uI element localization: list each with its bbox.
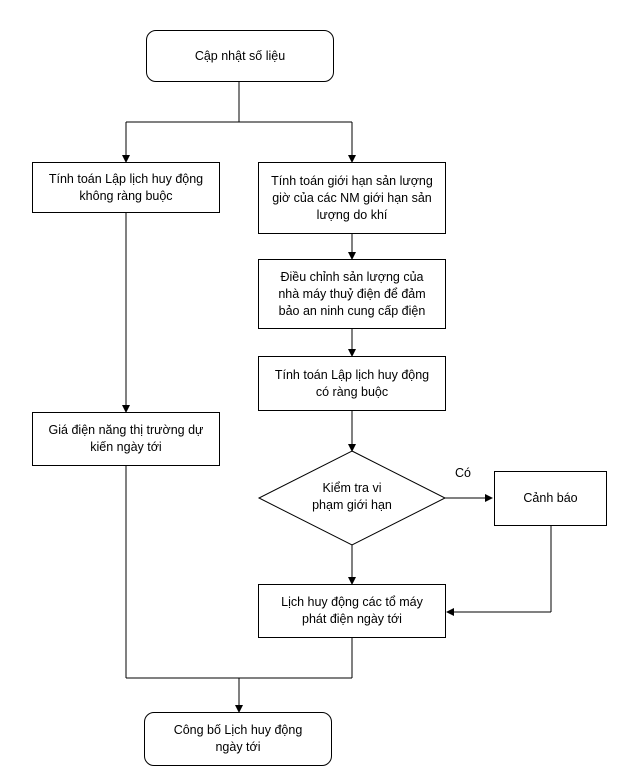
- decision-diamond-shape: [257, 450, 447, 546]
- process-schedule-units: Lịch huy động các tổ máy phát điện ngày …: [258, 584, 446, 638]
- edge-label-yes: Có: [455, 466, 471, 480]
- process-calc-unconstrained: Tính toán Lập lịch huy động không ràng b…: [32, 162, 220, 213]
- decision-check-violation-label: Kiểm tra vi phạm giới hạn: [312, 481, 392, 512]
- process-adjust-hydro: Điều chỉnh sản lượng của nhà máy thuỷ đi…: [258, 259, 446, 329]
- end-node-publish: Công bố Lịch huy động ngày tới: [144, 712, 332, 766]
- process-price-forecast: Giá điện năng thị trường dự kiến ngày tớ…: [32, 412, 220, 466]
- start-node: Cập nhật số liệu: [146, 30, 334, 82]
- process-calc-constrained: Tính toán Lập lịch huy động có ràng buộc: [258, 356, 446, 411]
- process-calc-gas-limit: Tính toán giới hạn sản lượng giờ của các…: [258, 162, 446, 234]
- process-warning: Cảnh báo: [494, 471, 607, 526]
